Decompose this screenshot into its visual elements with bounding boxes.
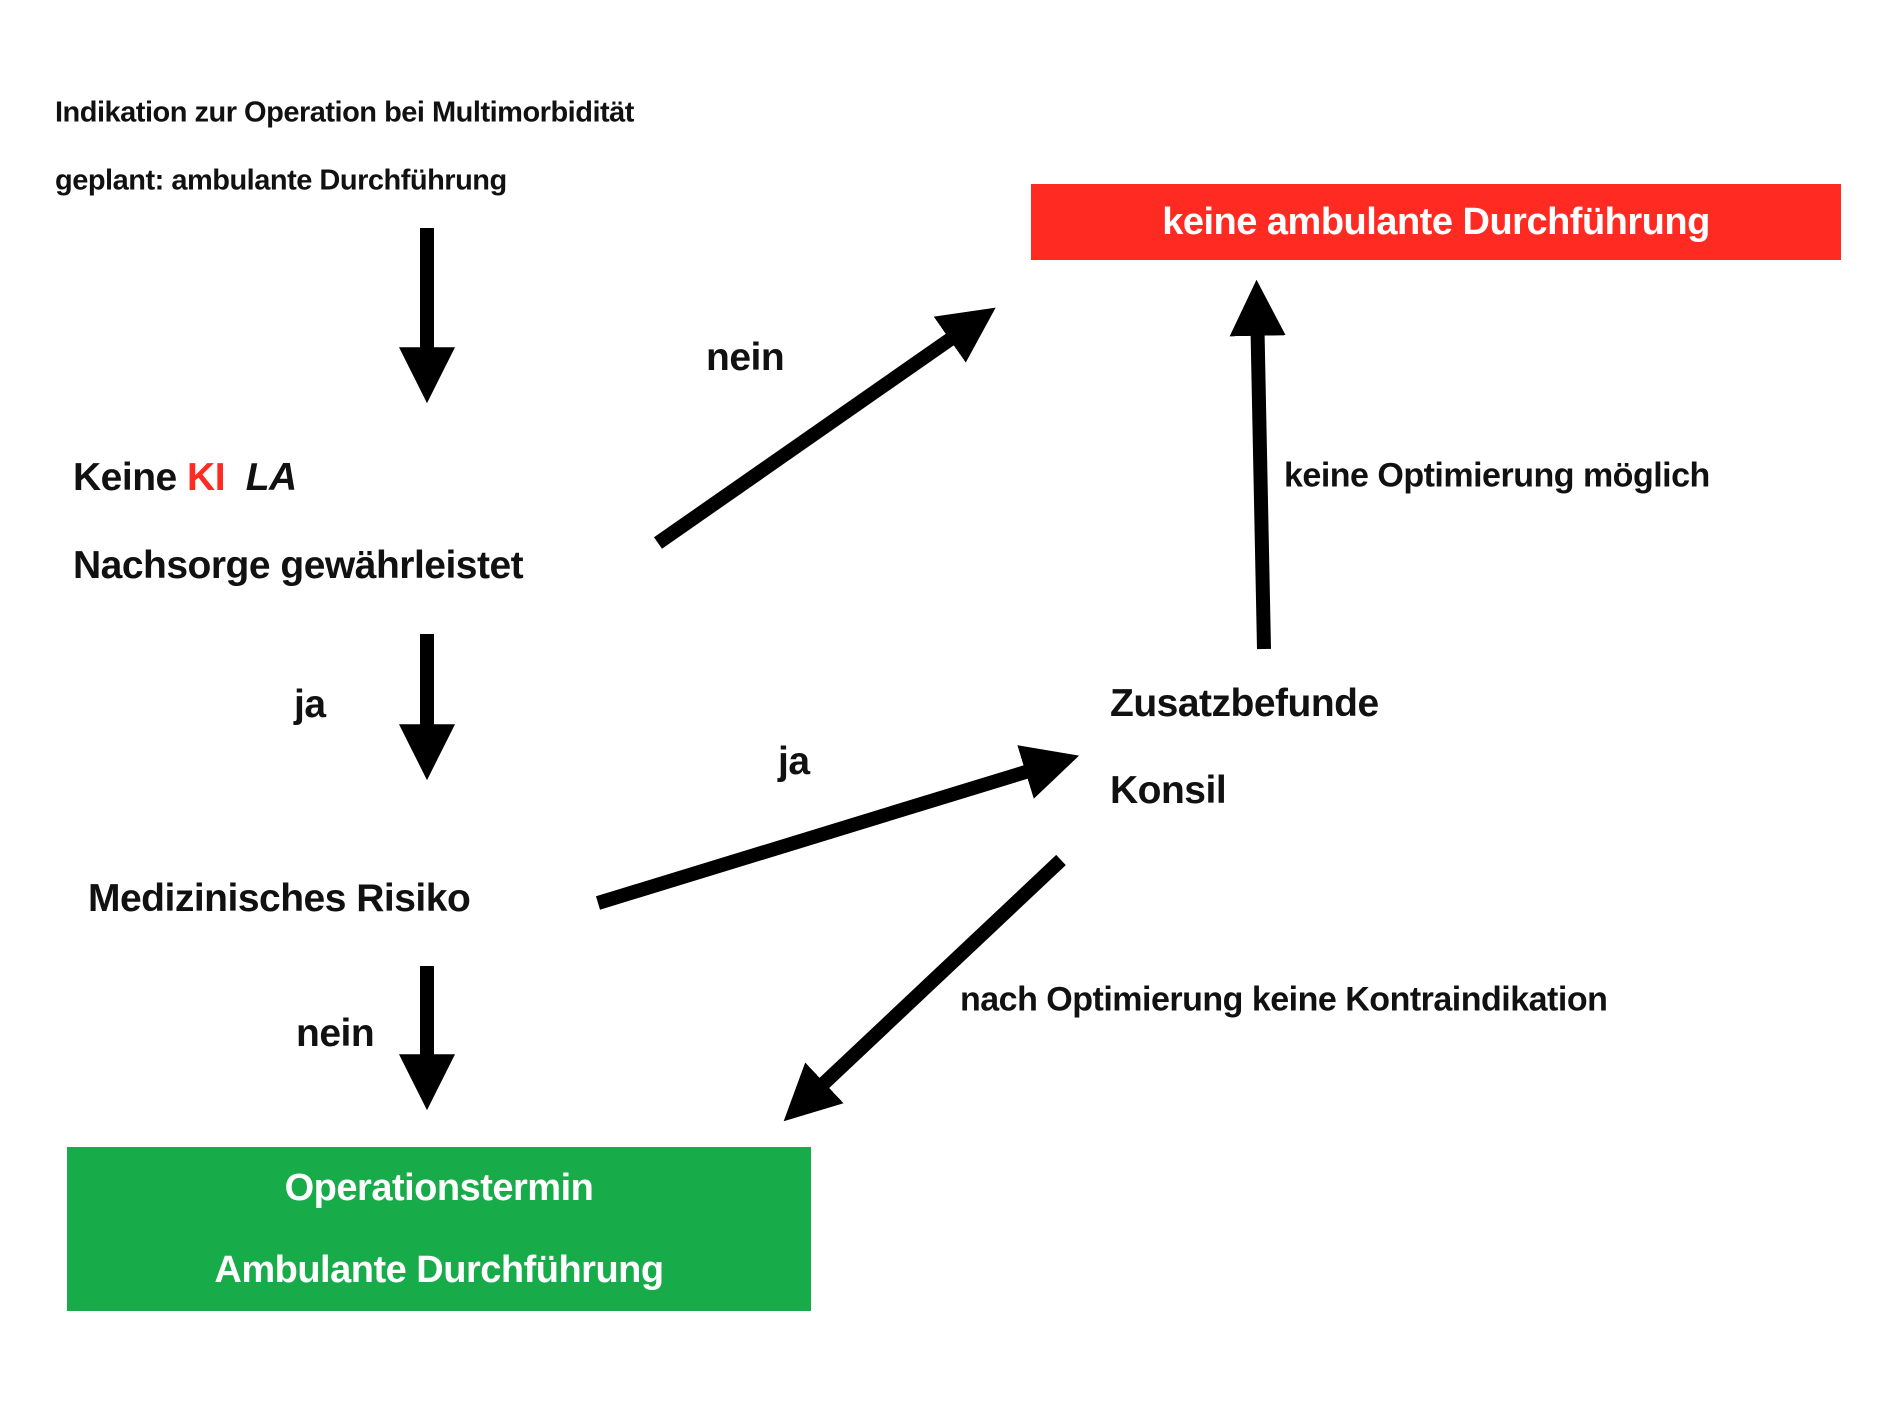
extra-line-2: Konsil <box>1110 769 1227 812</box>
extra-line-1: Zusatzbefunde <box>1110 682 1379 725</box>
keine-text: Keine <box>73 456 177 499</box>
edge-label-risk-no: nein <box>296 1012 375 1055</box>
edge-label-no-optimization: keine Optimierung möglich <box>1284 456 1710 495</box>
surgery-line-2: Ambulante Durchführung <box>214 1248 664 1291</box>
header-line-2: geplant: ambulante Durchführung <box>55 164 507 197</box>
arrow-extra-to-no-outpatient <box>1229 279 1286 650</box>
arrow-extra-to-surgery <box>783 854 1066 1122</box>
edge-label-after-optimization: nach Optimierung keine Kontraindikation <box>960 980 1608 1019</box>
edge-label-check-no: nein <box>706 336 785 379</box>
edge-label-check-yes: ja <box>294 683 326 726</box>
no-outpatient-label: keine ambulante Durchführung <box>1162 200 1710 243</box>
check-line-1: Keine KI LA <box>73 456 297 500</box>
surgery-line-1: Operationstermin <box>284 1166 594 1209</box>
la-text: LA <box>245 456 298 499</box>
ki-text: KI <box>187 456 226 499</box>
check-line-2: Nachsorge gewährleistet <box>73 544 524 587</box>
header-line-1: Indikation zur Operation bei Multimorbid… <box>55 96 634 129</box>
no-outpatient-box: keine ambulante Durchführung <box>1031 184 1841 260</box>
surgery-box: Operationstermin Ambulante Durchführung <box>67 1147 811 1311</box>
risk-node: Medizinisches Risiko <box>88 877 471 920</box>
edge-label-risk-yes: ja <box>778 740 810 783</box>
arrow-risk-to-extra <box>595 745 1080 910</box>
arrow-check-to-no-outpatient <box>653 307 996 549</box>
